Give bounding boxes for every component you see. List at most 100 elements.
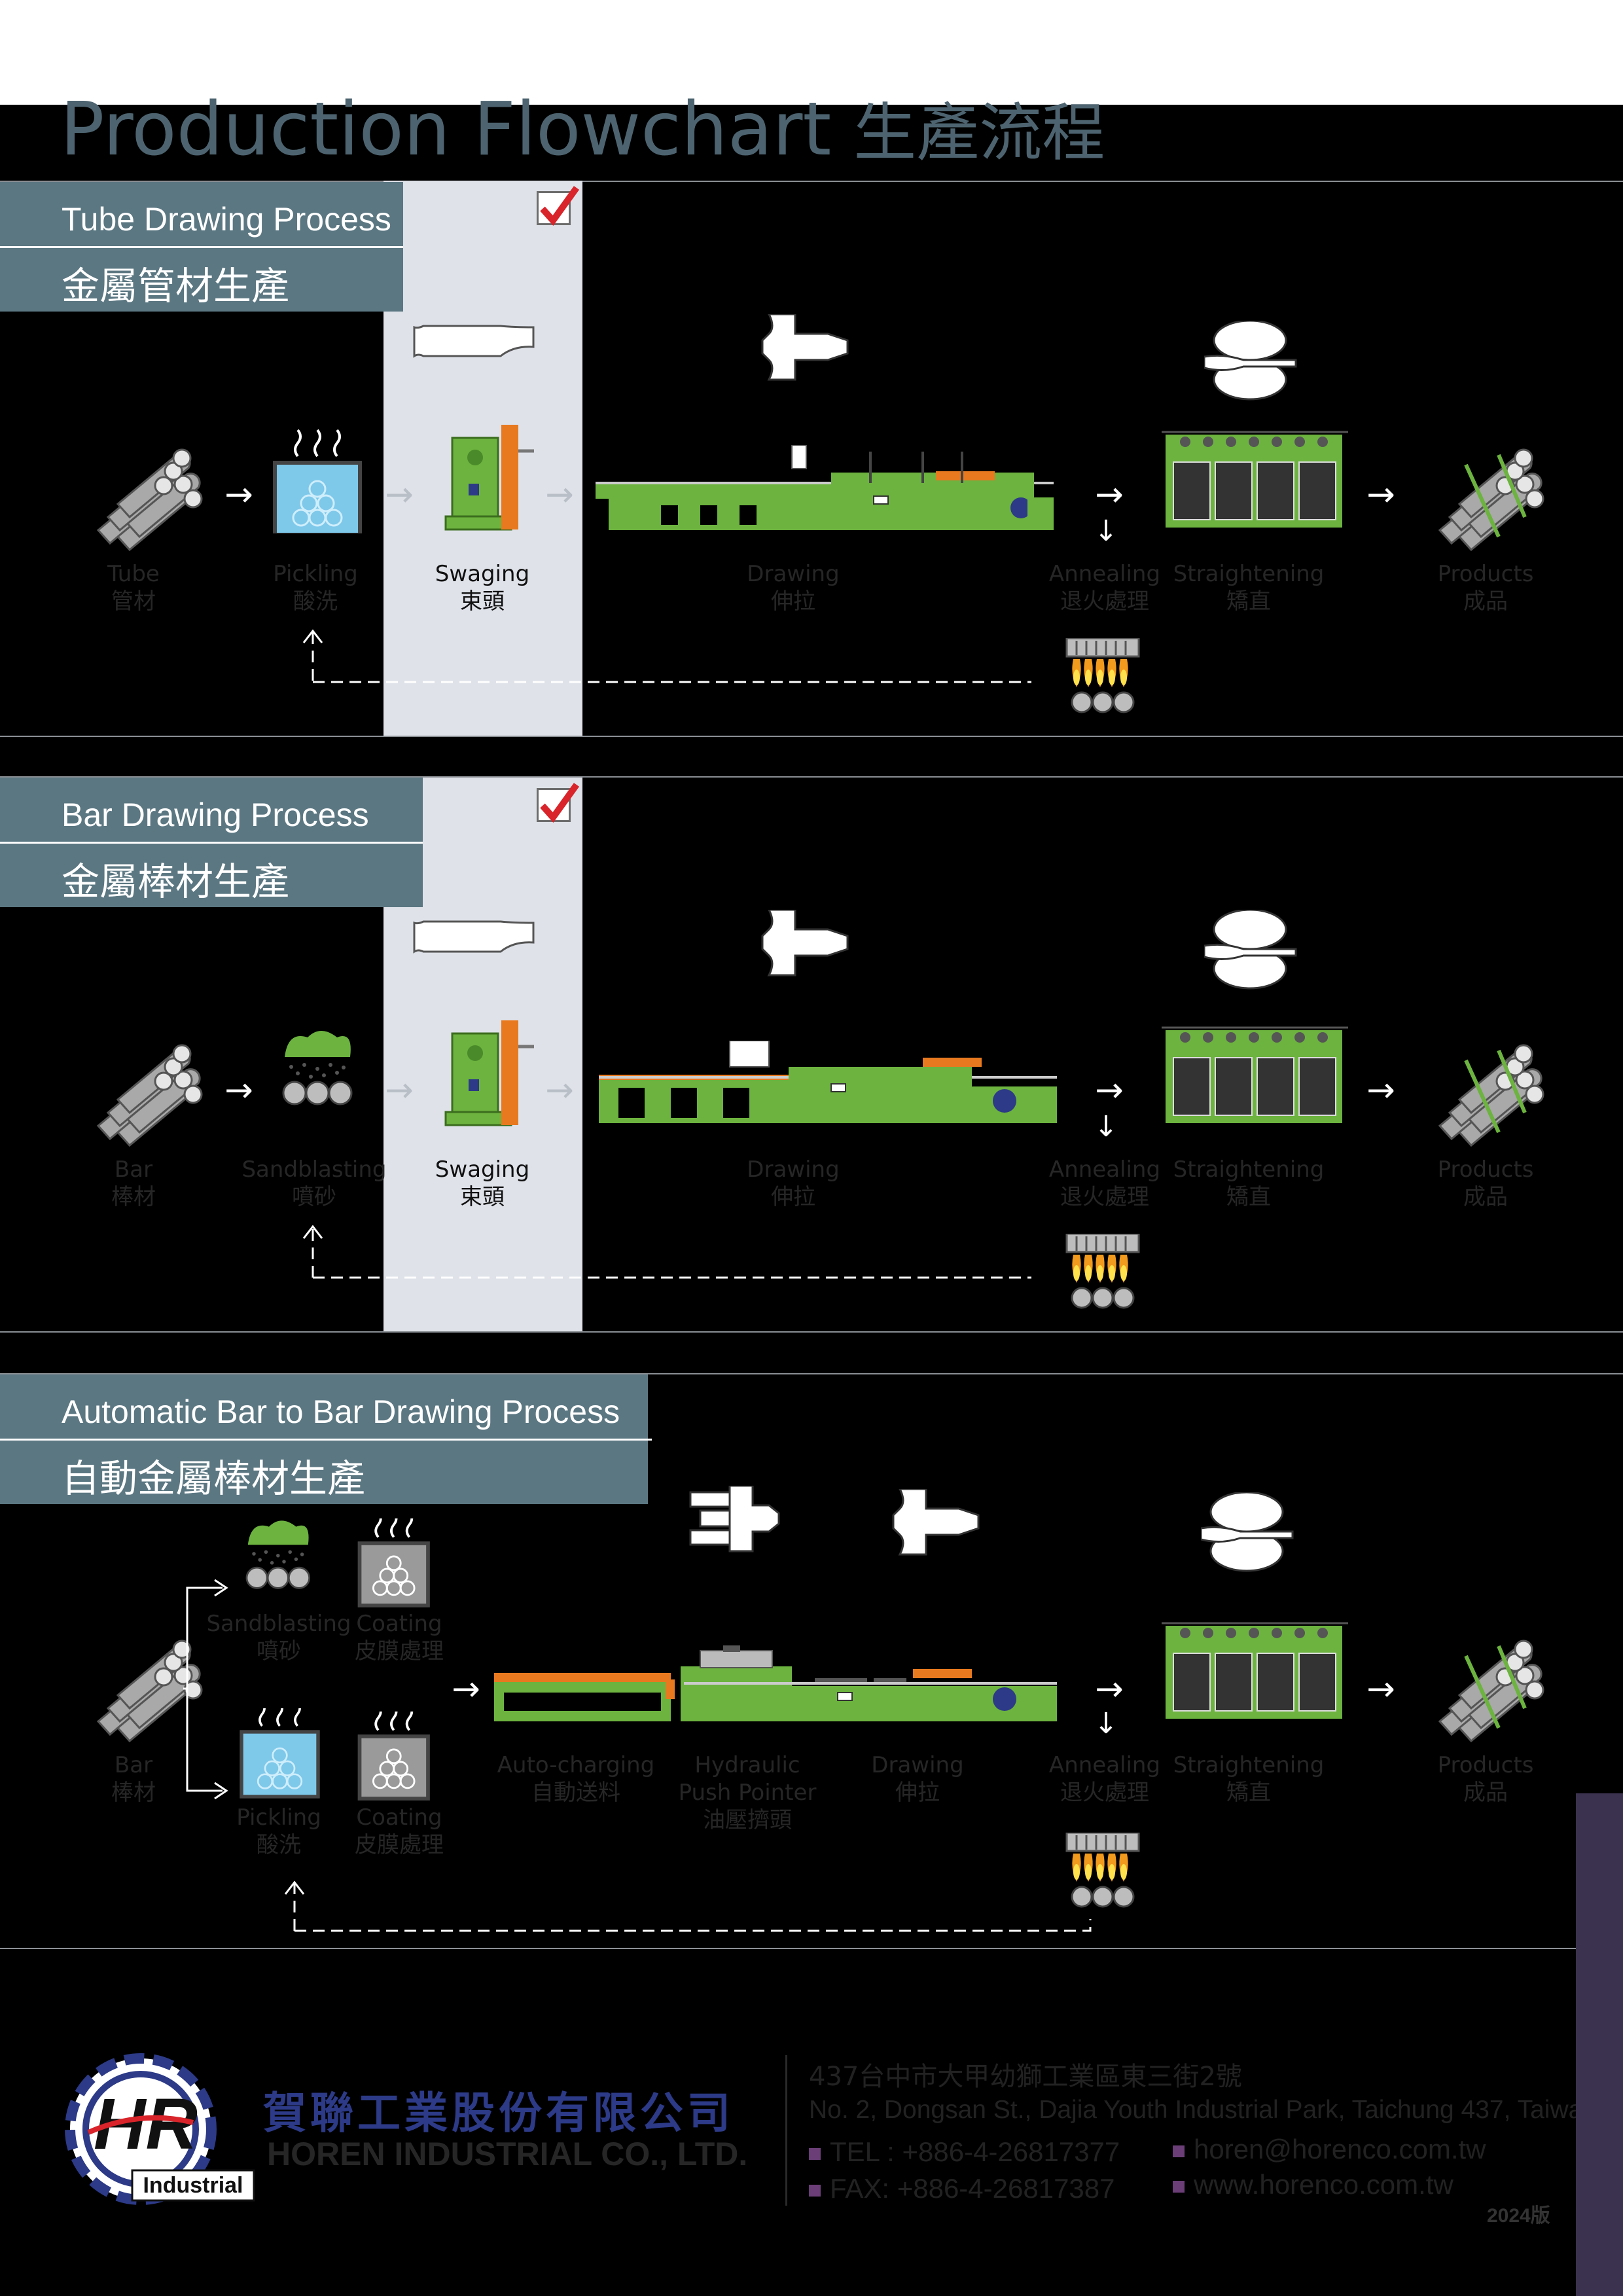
- drawing-machine-icon: [596, 445, 1054, 530]
- page-title-zh: 生產流程: [853, 96, 1105, 170]
- arrow-icon: →: [1095, 1670, 1124, 1709]
- bullet-icon: [809, 2147, 821, 2160]
- products-bundle-icon: [1427, 1636, 1544, 1748]
- arrow-down-icon: ↓: [1094, 1110, 1118, 1143]
- section-header: Tube Drawing Process 金屬管材生產: [0, 182, 403, 312]
- push-pointer-die-icon: [689, 1486, 780, 1552]
- header-separator: [0, 246, 403, 248]
- footer-separator: [785, 2055, 787, 2206]
- contact-website[interactable]: www.horenco.com.tw: [1173, 2169, 1454, 2200]
- swaged-bar-icon: [413, 920, 535, 953]
- checkbox-checked[interactable]: [537, 783, 580, 823]
- arrow-icon: →: [545, 475, 574, 514]
- bullet-icon: [1173, 2180, 1185, 2193]
- return-path-dashed: [284, 1880, 1092, 1932]
- products-bundle-icon: [1427, 445, 1544, 556]
- contact-email[interactable]: horen@horenco.com.tw: [1173, 2134, 1486, 2165]
- straightening-machine-icon: [1162, 1026, 1348, 1124]
- swaging-machine-icon: [435, 1018, 546, 1132]
- return-path-bottom: [313, 681, 1031, 683]
- header-separator: [0, 1439, 652, 1441]
- company-name-zh: 賀聯工業股份有限公司: [263, 2088, 734, 2138]
- roller-icon: [1204, 910, 1297, 990]
- drawing-machine-icon: [599, 1041, 1057, 1123]
- coating-tank-icon: [353, 1712, 445, 1803]
- check-icon: [540, 783, 580, 823]
- address-en: No. 2, Dongsan St., Dajia Youth Industri…: [809, 2096, 1597, 2124]
- section-title-zh: 金屬棒材生產: [62, 859, 290, 904]
- arrow-icon: →: [545, 1071, 574, 1110]
- section-title-zh: 自動金屬棒材生產: [62, 1456, 366, 1501]
- auto-drawing-line-icon: [494, 1645, 1057, 1721]
- divider: [0, 181, 1623, 182]
- arrow-icon: →: [1366, 1071, 1395, 1110]
- check-icon: [540, 186, 580, 226]
- edge-tab: [1576, 1793, 1623, 2296]
- arrow-icon: →: [452, 1670, 480, 1709]
- pickling-tank-icon: [236, 1708, 334, 1806]
- page-title-en: Production Flowchart: [60, 87, 832, 172]
- annealing-furnace-icon: [1065, 1234, 1140, 1309]
- contact-fax: FAX: +886-4-26817387: [809, 2173, 1115, 2204]
- roller-icon: [1201, 1492, 1294, 1572]
- section-title-zh: 金屬管材生產: [62, 264, 290, 308]
- pickling-tank-icon: [268, 429, 373, 533]
- divider: [0, 776, 1623, 778]
- bullet-icon: [1173, 2145, 1185, 2157]
- divider: [0, 736, 1623, 737]
- arrow-down-icon: ↓: [1094, 1707, 1118, 1740]
- arrow-icon: →: [1095, 1071, 1124, 1110]
- drawing-die-icon: [761, 910, 849, 977]
- arrow-icon: →: [385, 1071, 414, 1110]
- return-path-dashed: [302, 1225, 1031, 1279]
- arrow-icon: →: [224, 475, 253, 514]
- sandblasting-icon: [245, 1520, 311, 1589]
- arrow-icon: →: [1095, 475, 1124, 514]
- section-title-en: Automatic Bar to Bar Drawing Process: [62, 1393, 620, 1430]
- swaged-tube-icon: [413, 325, 535, 357]
- bar-bundle-icon: [97, 1044, 203, 1147]
- contact-tel: TEL : +886-4-26817377: [809, 2136, 1120, 2168]
- annealing-furnace-icon: [1065, 638, 1140, 713]
- drawing-die-icon: [892, 1489, 980, 1556]
- return-path-dashed: [302, 629, 323, 681]
- products-bundle-icon: [1427, 1041, 1544, 1152]
- drawing-die-icon: [761, 314, 849, 381]
- company-logo: HR Industrial: [65, 2053, 255, 2205]
- top-margin: [0, 0, 1623, 105]
- roller-icon: [1204, 321, 1297, 401]
- company-name-en: HOREN INDUSTRIAL CO., LTD.: [267, 2136, 748, 2172]
- swaging-machine-icon: [435, 422, 546, 537]
- arrow-icon: →: [1366, 475, 1395, 514]
- checkbox-checked[interactable]: [537, 186, 580, 226]
- straightening-machine-icon: [1162, 431, 1348, 529]
- divider: [0, 1373, 1623, 1374]
- address-zh: 437台中市大甲幼獅工業區東三街2號: [809, 2062, 1242, 2092]
- coating-tank-icon: [353, 1518, 445, 1610]
- arrow-icon: →: [385, 475, 414, 514]
